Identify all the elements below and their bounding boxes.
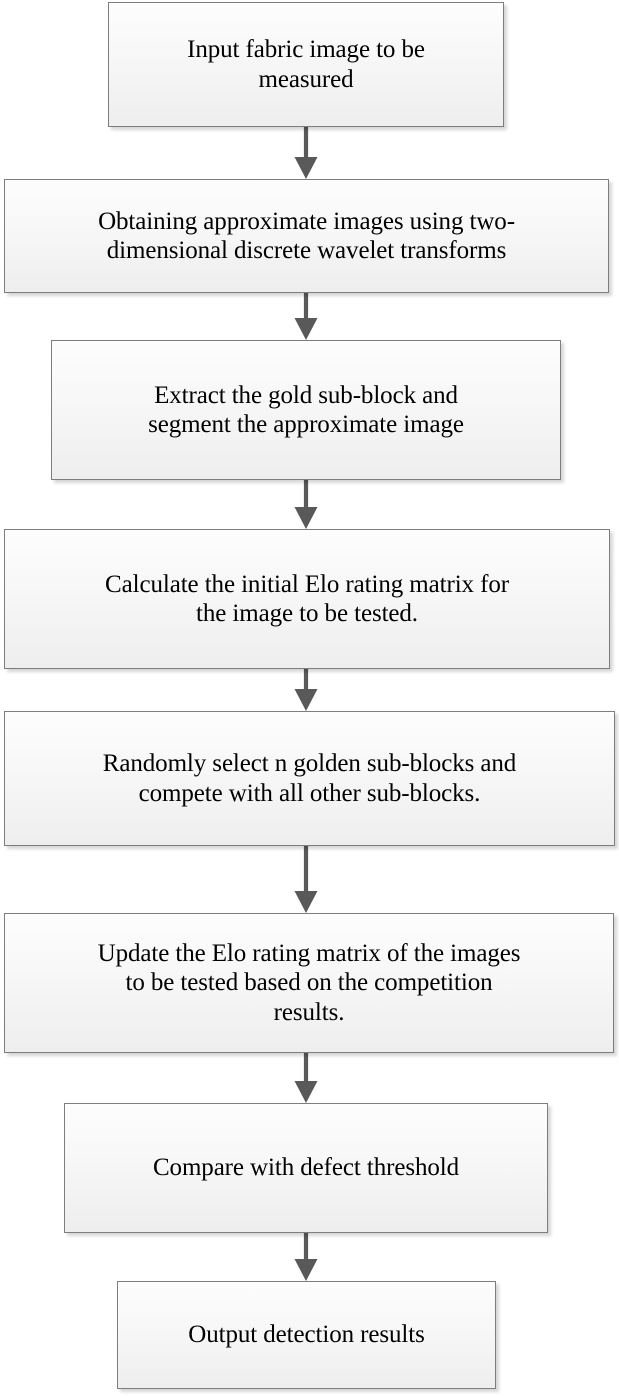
flowchart-node-6: Update the Elo rating matrix of the imag… [4,913,614,1053]
arrow-head [294,507,318,529]
flow-arrow [293,845,319,913]
flow-arrow [293,1052,319,1103]
flowchart-node-8: Output detection results [117,1281,496,1389]
flowchart-node-label: Extract the gold sub-block and segment t… [148,381,464,439]
flowchart-node-label: Update the Elo rating matrix of the imag… [97,939,521,1026]
flowchart-node-7: Compare with defect threshold [64,1103,548,1233]
flow-arrow [293,292,319,340]
flowchart-node-label: Compare with defect threshold [152,1154,460,1182]
arrow-stem [303,1232,309,1259]
arrow-head [294,689,318,711]
arrow-head [294,1259,318,1281]
flowchart-node-2: Obtaining approximate images using two- … [4,179,609,293]
flowchart-node-label: Randomly select n golden sub-blocks and … [102,750,517,807]
arrow-stem [303,292,309,318]
flowchart-node-4: Calculate the initial Elo rating matrix … [4,529,610,669]
flow-arrow [293,479,319,529]
arrow-stem [303,668,309,689]
flowchart-node-label: Input fabric image to be measured [187,36,425,93]
arrow-stem [303,479,309,507]
flowchart-node-3: Extract the gold sub-block and segment t… [51,340,561,480]
flowchart-node-1: Input fabric image to be measured [108,2,504,127]
flow-arrow [293,1232,319,1281]
flowchart-node-label: Output detection results [188,1321,425,1349]
arrow-stem [303,845,309,891]
flowchart-node-label: Obtaining approximate images using two- … [98,207,515,265]
arrow-stem [303,1052,309,1081]
flow-arrow [293,668,319,711]
flow-arrow [293,126,319,179]
arrow-head [294,157,318,179]
arrow-head [294,318,318,340]
flowchart-node-label: Calculate the initial Elo rating matrix … [105,570,509,628]
arrow-stem [303,126,309,157]
arrow-head [294,891,318,913]
arrow-head [294,1081,318,1103]
flowchart-node-5: Randomly select n golden sub-blocks and … [4,711,615,846]
